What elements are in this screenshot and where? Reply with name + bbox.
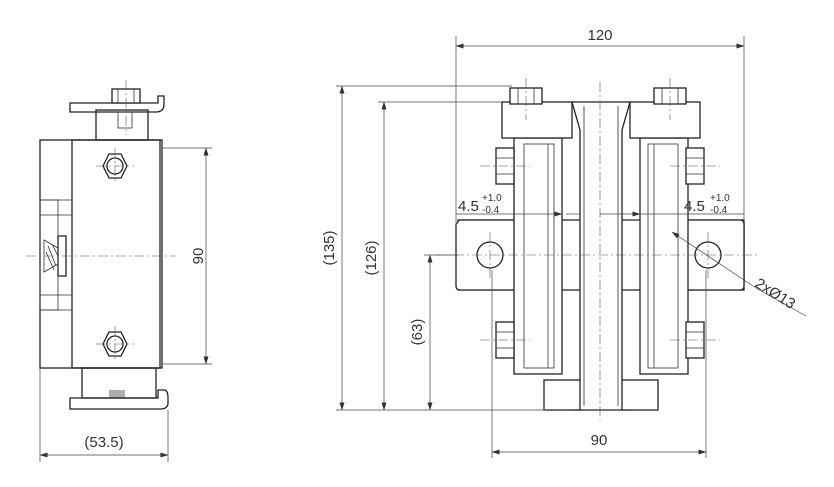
bottom-width-dim: 90 <box>591 432 608 449</box>
gap-left-lower: -0.4 <box>482 205 500 216</box>
side-width-dim: (53.5) <box>84 434 123 451</box>
height-total-dim: (135) <box>321 230 338 265</box>
height-center-dim: (63) <box>409 319 426 346</box>
top-width-dim: 120 <box>587 27 612 44</box>
knurl-pattern <box>109 390 125 398</box>
gap-right-base: 4.5 <box>684 198 705 215</box>
side-view: 90 (53.5) <box>26 80 212 462</box>
hole-callout: 2xØ13 <box>752 275 798 313</box>
front-view: 120 90 (135) (126) (63) 4.5 +1.0 -0.4 4.… <box>321 27 807 458</box>
gap-left-base: 4.5 <box>458 198 479 215</box>
height-mid-dim: (126) <box>363 240 380 275</box>
gap-left-upper: +1.0 <box>482 193 502 204</box>
gap-right-upper: +1.0 <box>710 193 730 204</box>
side-height-dim: 90 <box>190 248 207 265</box>
gap-right-lower: -0.4 <box>710 205 728 216</box>
